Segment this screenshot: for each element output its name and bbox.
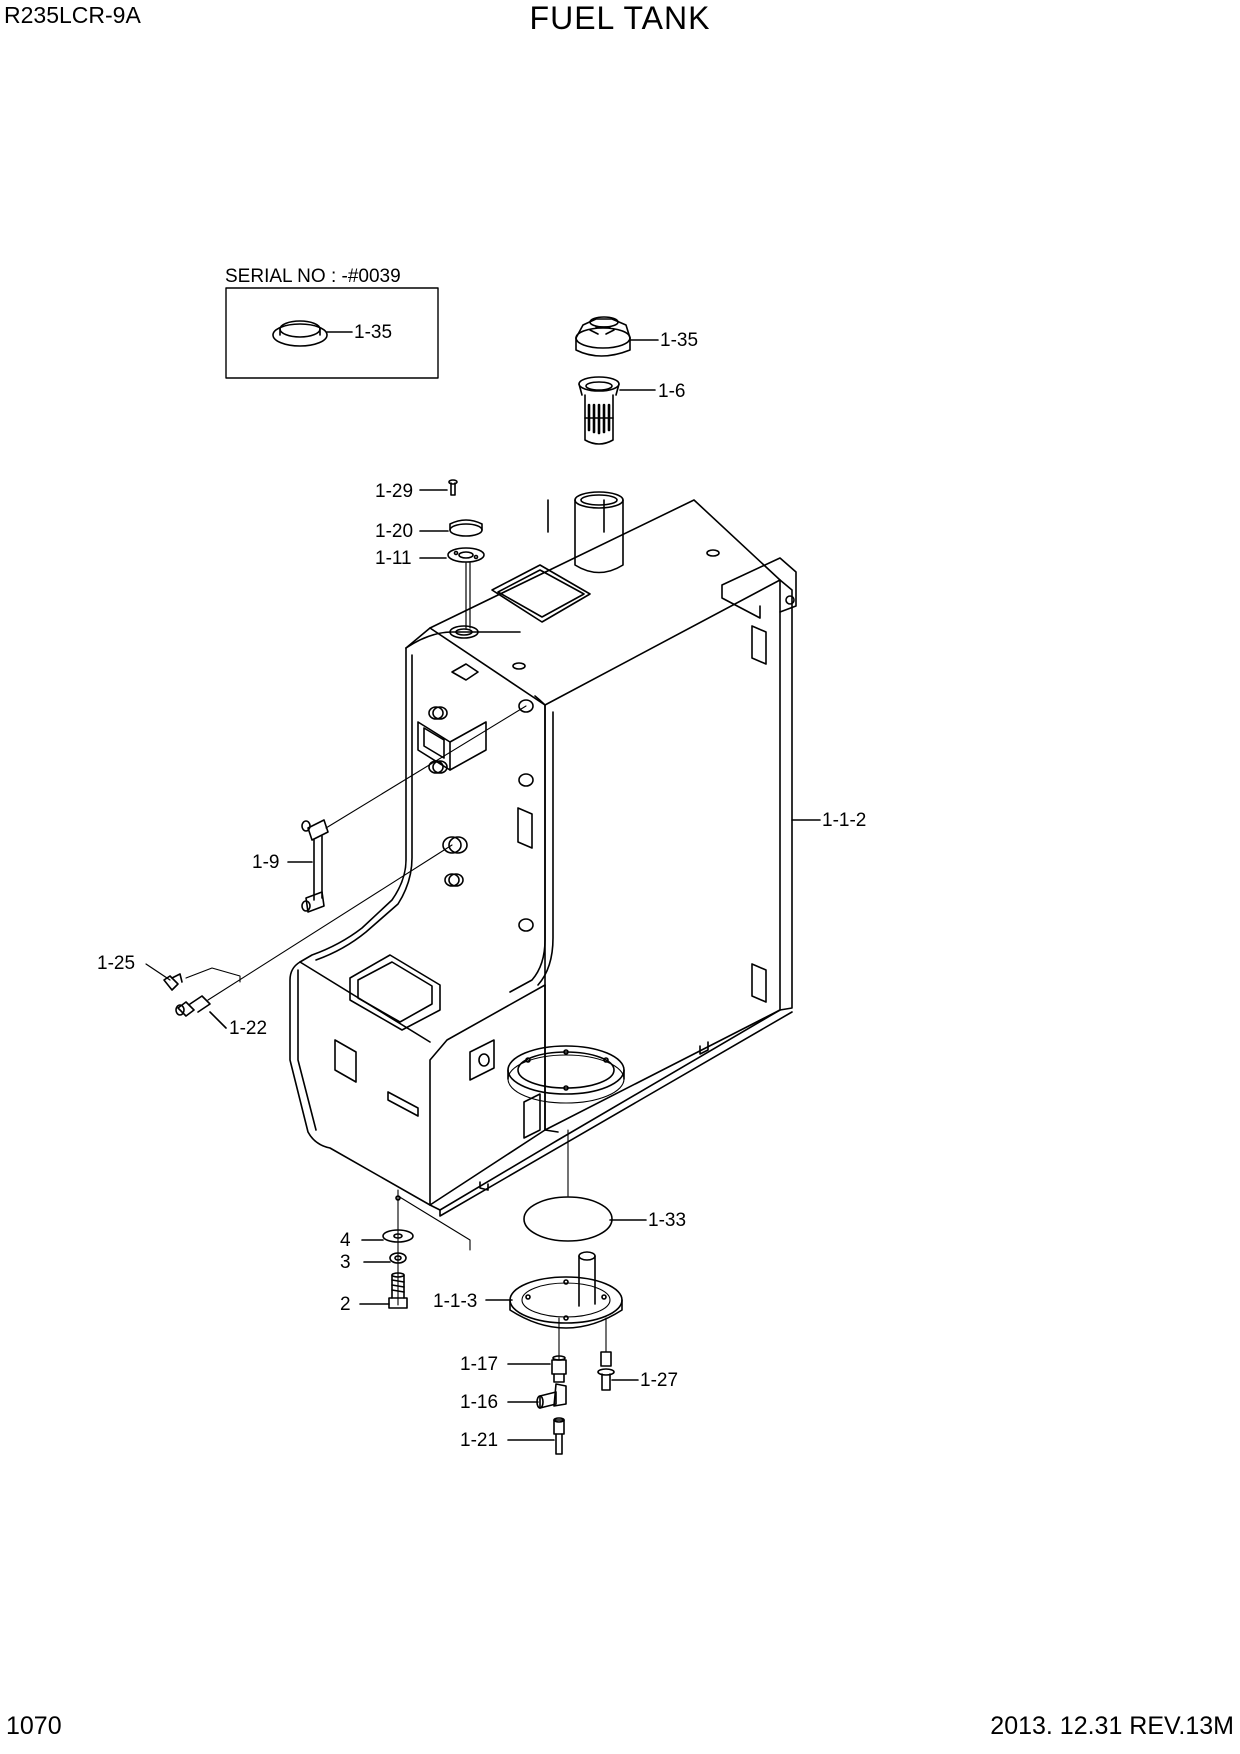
connector-1-21 xyxy=(553,1417,565,1455)
callout-1-35-inset: 1-35 xyxy=(354,322,392,343)
page-title: FUEL TANK xyxy=(529,0,711,36)
callout-1-29: 1-29 xyxy=(375,481,413,502)
callout-1-17: 1-17 xyxy=(460,1354,498,1375)
callout-3: 3 xyxy=(340,1252,351,1273)
model-number: R235LCR-9A xyxy=(4,2,141,28)
fuel-cap xyxy=(575,316,631,357)
gauge-gasket xyxy=(447,547,485,563)
drain-valve xyxy=(175,995,211,1017)
serial-inset: SERIAL NO : -#0039 1-35 xyxy=(225,266,439,379)
revision-date: 2013. 12.31 REV.13M xyxy=(990,1712,1234,1740)
callout-1-35: 1-35 xyxy=(660,330,698,351)
callout-1-9: 1-9 xyxy=(252,852,279,873)
cap-seal-inset xyxy=(272,320,328,347)
callout-2: 2 xyxy=(340,1294,351,1315)
washer-4 xyxy=(382,1229,414,1243)
callout-1-21: 1-21 xyxy=(460,1430,498,1451)
callout-1-11: 1-11 xyxy=(375,548,412,569)
screw-1-27 xyxy=(597,1351,615,1391)
washer-3 xyxy=(389,1252,407,1264)
serial-number-label: SERIAL NO : -#0039 xyxy=(225,266,401,287)
page-number: 1070 xyxy=(6,1712,62,1740)
callout-4: 4 xyxy=(340,1230,351,1251)
callout-1-6: 1-6 xyxy=(658,381,685,402)
callout-1-25: 1-25 xyxy=(97,953,135,974)
callout-1-33: 1-33 xyxy=(648,1210,686,1231)
callout-1-27: 1-27 xyxy=(640,1370,678,1391)
callout-1-20: 1-20 xyxy=(375,521,413,542)
elbow-1-16 xyxy=(536,1383,567,1409)
callout-1-22: 1-22 xyxy=(229,1018,267,1039)
callout-1-1-2: 1-1-2 xyxy=(822,810,866,831)
level-gauge xyxy=(301,819,329,913)
o-ring xyxy=(523,1196,613,1242)
strainer xyxy=(578,376,620,445)
drain-plug xyxy=(163,973,183,991)
fuel-tank-body xyxy=(289,491,797,1217)
fitting-1-17 xyxy=(551,1355,567,1383)
gauge-cap xyxy=(449,519,483,537)
cover-plate xyxy=(509,1251,623,1329)
callout-1-1-3: 1-1-3 xyxy=(433,1291,477,1312)
gauge-screw xyxy=(448,479,458,496)
callout-1-16: 1-16 xyxy=(460,1392,498,1413)
